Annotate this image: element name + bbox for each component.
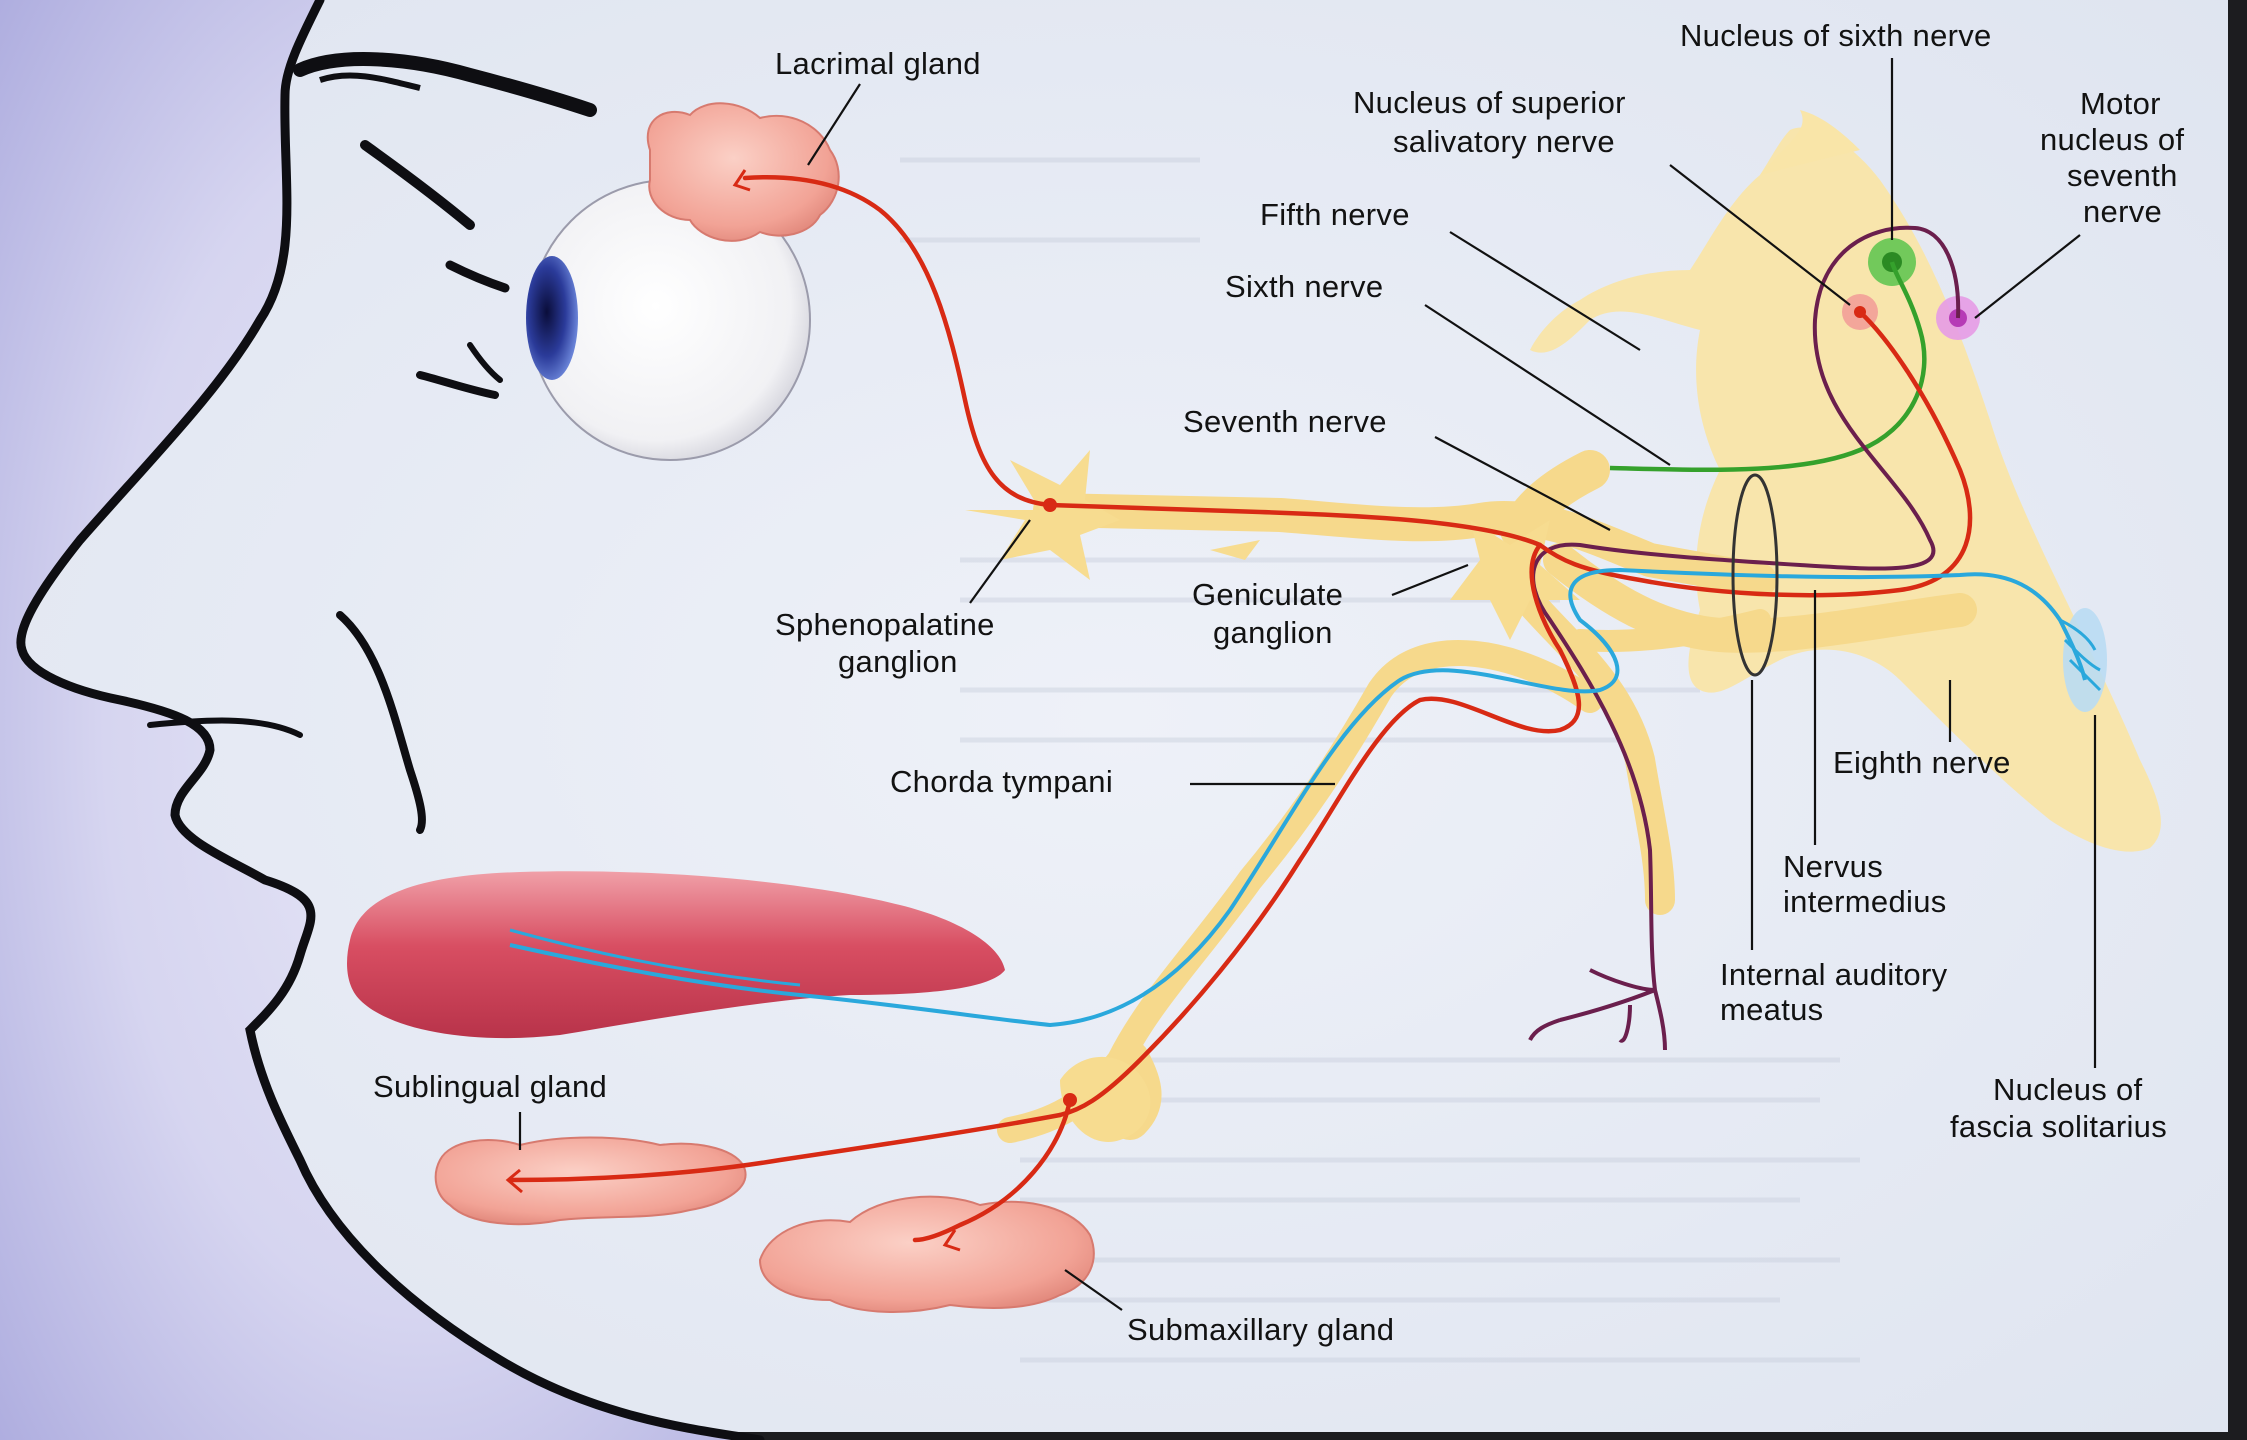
label-motor-nucleus-4: nerve xyxy=(2083,194,2162,229)
iris xyxy=(526,256,578,380)
label-lacrimal-gland: Lacrimal gland xyxy=(775,46,981,81)
label-internal-auditory-meatus-1: Internal auditory xyxy=(1720,957,1948,992)
label-geniculate-ganglion-2: ganglion xyxy=(1213,615,1333,650)
label-nervus-intermedius-2: intermedius xyxy=(1783,884,1947,919)
label-internal-auditory-meatus-2: meatus xyxy=(1720,992,1823,1027)
label-nucleus-fascia-solitarius-1: Nucleus of xyxy=(1993,1072,2143,1107)
label-nucleus-superior-salivatory-1: Nucleus of superior xyxy=(1353,85,1626,120)
label-geniculate-ganglion-1: Geniculate xyxy=(1192,577,1343,612)
label-fifth-nerve: Fifth nerve xyxy=(1260,197,1410,232)
label-seventh-nerve: Seventh nerve xyxy=(1183,404,1387,439)
label-eighth-nerve: Eighth nerve xyxy=(1833,745,2011,780)
label-nucleus-fascia-solitarius-2: fascia solitarius xyxy=(1950,1109,2167,1144)
label-sphenopalatine-ganglion-2: ganglion xyxy=(838,644,958,679)
label-motor-nucleus-1: Motor xyxy=(2080,86,2161,121)
label-submaxillary-gland: Submaxillary gland xyxy=(1127,1312,1394,1347)
label-nucleus-sixth-nerve: Nucleus of sixth nerve xyxy=(1680,18,1992,53)
label-sixth-nerve: Sixth nerve xyxy=(1225,269,1383,304)
label-nervus-intermedius-1: Nervus xyxy=(1783,849,1883,884)
label-sublingual-gland: Sublingual gland xyxy=(373,1069,607,1104)
label-nucleus-superior-salivatory-2: salivatory nerve xyxy=(1393,124,1615,159)
label-motor-nucleus-3: seventh xyxy=(2067,158,2178,193)
label-motor-nucleus-2: nucleus of xyxy=(2040,122,2184,157)
label-chorda-tympani: Chorda tympani xyxy=(890,764,1113,799)
label-sphenopalatine-ganglion-1: Sphenopalatine xyxy=(775,607,995,642)
